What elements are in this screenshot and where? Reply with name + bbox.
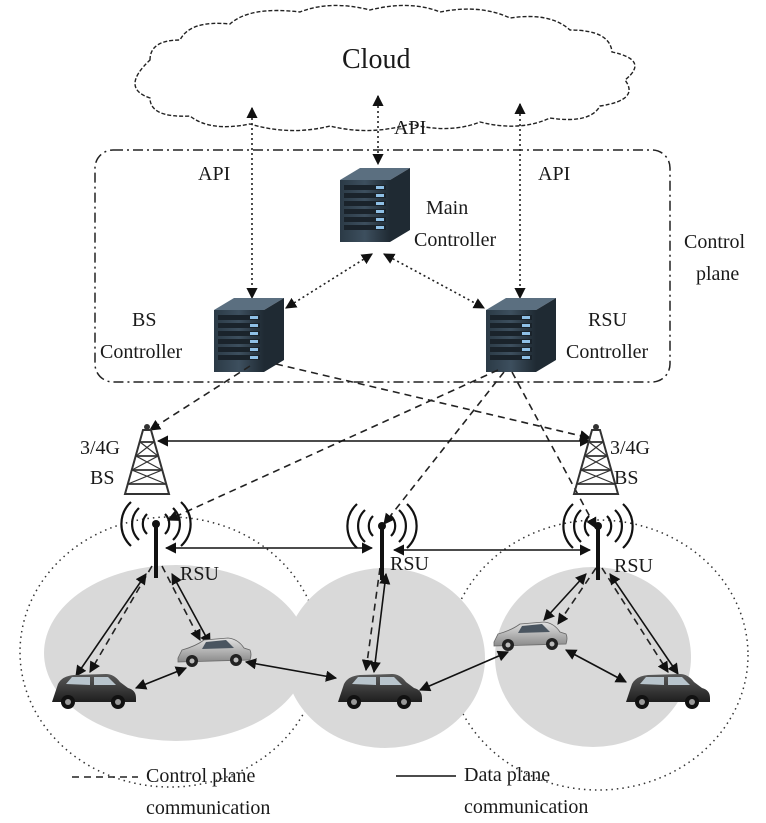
bs-left-label-line2: BS: [90, 467, 114, 489]
legend-control-line2: communication: [146, 797, 270, 819]
bs-left-label-line1: 3/4G: [80, 437, 120, 459]
base-station-left-tower-icon: [124, 423, 170, 495]
rsu-controller-label-line2: Controller: [566, 341, 649, 363]
cloud-label: Cloud: [342, 44, 410, 75]
control-plane-label-line1: Control: [684, 231, 746, 253]
api-label-right: API: [538, 163, 570, 185]
rsu-left-label: RSU: [180, 563, 219, 585]
api-label-center: API: [394, 117, 426, 139]
rsu-controller-server-icon: [486, 298, 556, 372]
main-controller-label-line1: Main: [426, 197, 468, 219]
rsu-right-label: RSU: [614, 555, 653, 577]
main-controller-label-line2: Controller: [414, 229, 497, 251]
base-station-right-tower-icon: [573, 423, 619, 495]
main-controller-server-icon: [340, 168, 410, 242]
rsu-controller-label-line1: RSU: [588, 309, 627, 331]
legend-control-line1: Control plane: [146, 765, 256, 787]
api-links: [246, 94, 526, 309]
rsu-middle-label: RSU: [390, 553, 429, 575]
bs-right-label-line1: 3/4G: [610, 437, 650, 459]
legend-data-line1: Data plane: [464, 764, 550, 786]
bs-right-label-line2: BS: [614, 467, 638, 489]
control-plane-label-line2: plane: [696, 263, 739, 285]
bs-controller-label-line1: BS: [132, 309, 156, 331]
bs-controller-server-icon: [214, 298, 284, 372]
data-plane-links: [75, 435, 679, 692]
api-label-left: API: [198, 163, 230, 185]
bs-controller-label-line2: Controller: [100, 341, 183, 363]
legend-data-line2: communication: [464, 796, 588, 818]
